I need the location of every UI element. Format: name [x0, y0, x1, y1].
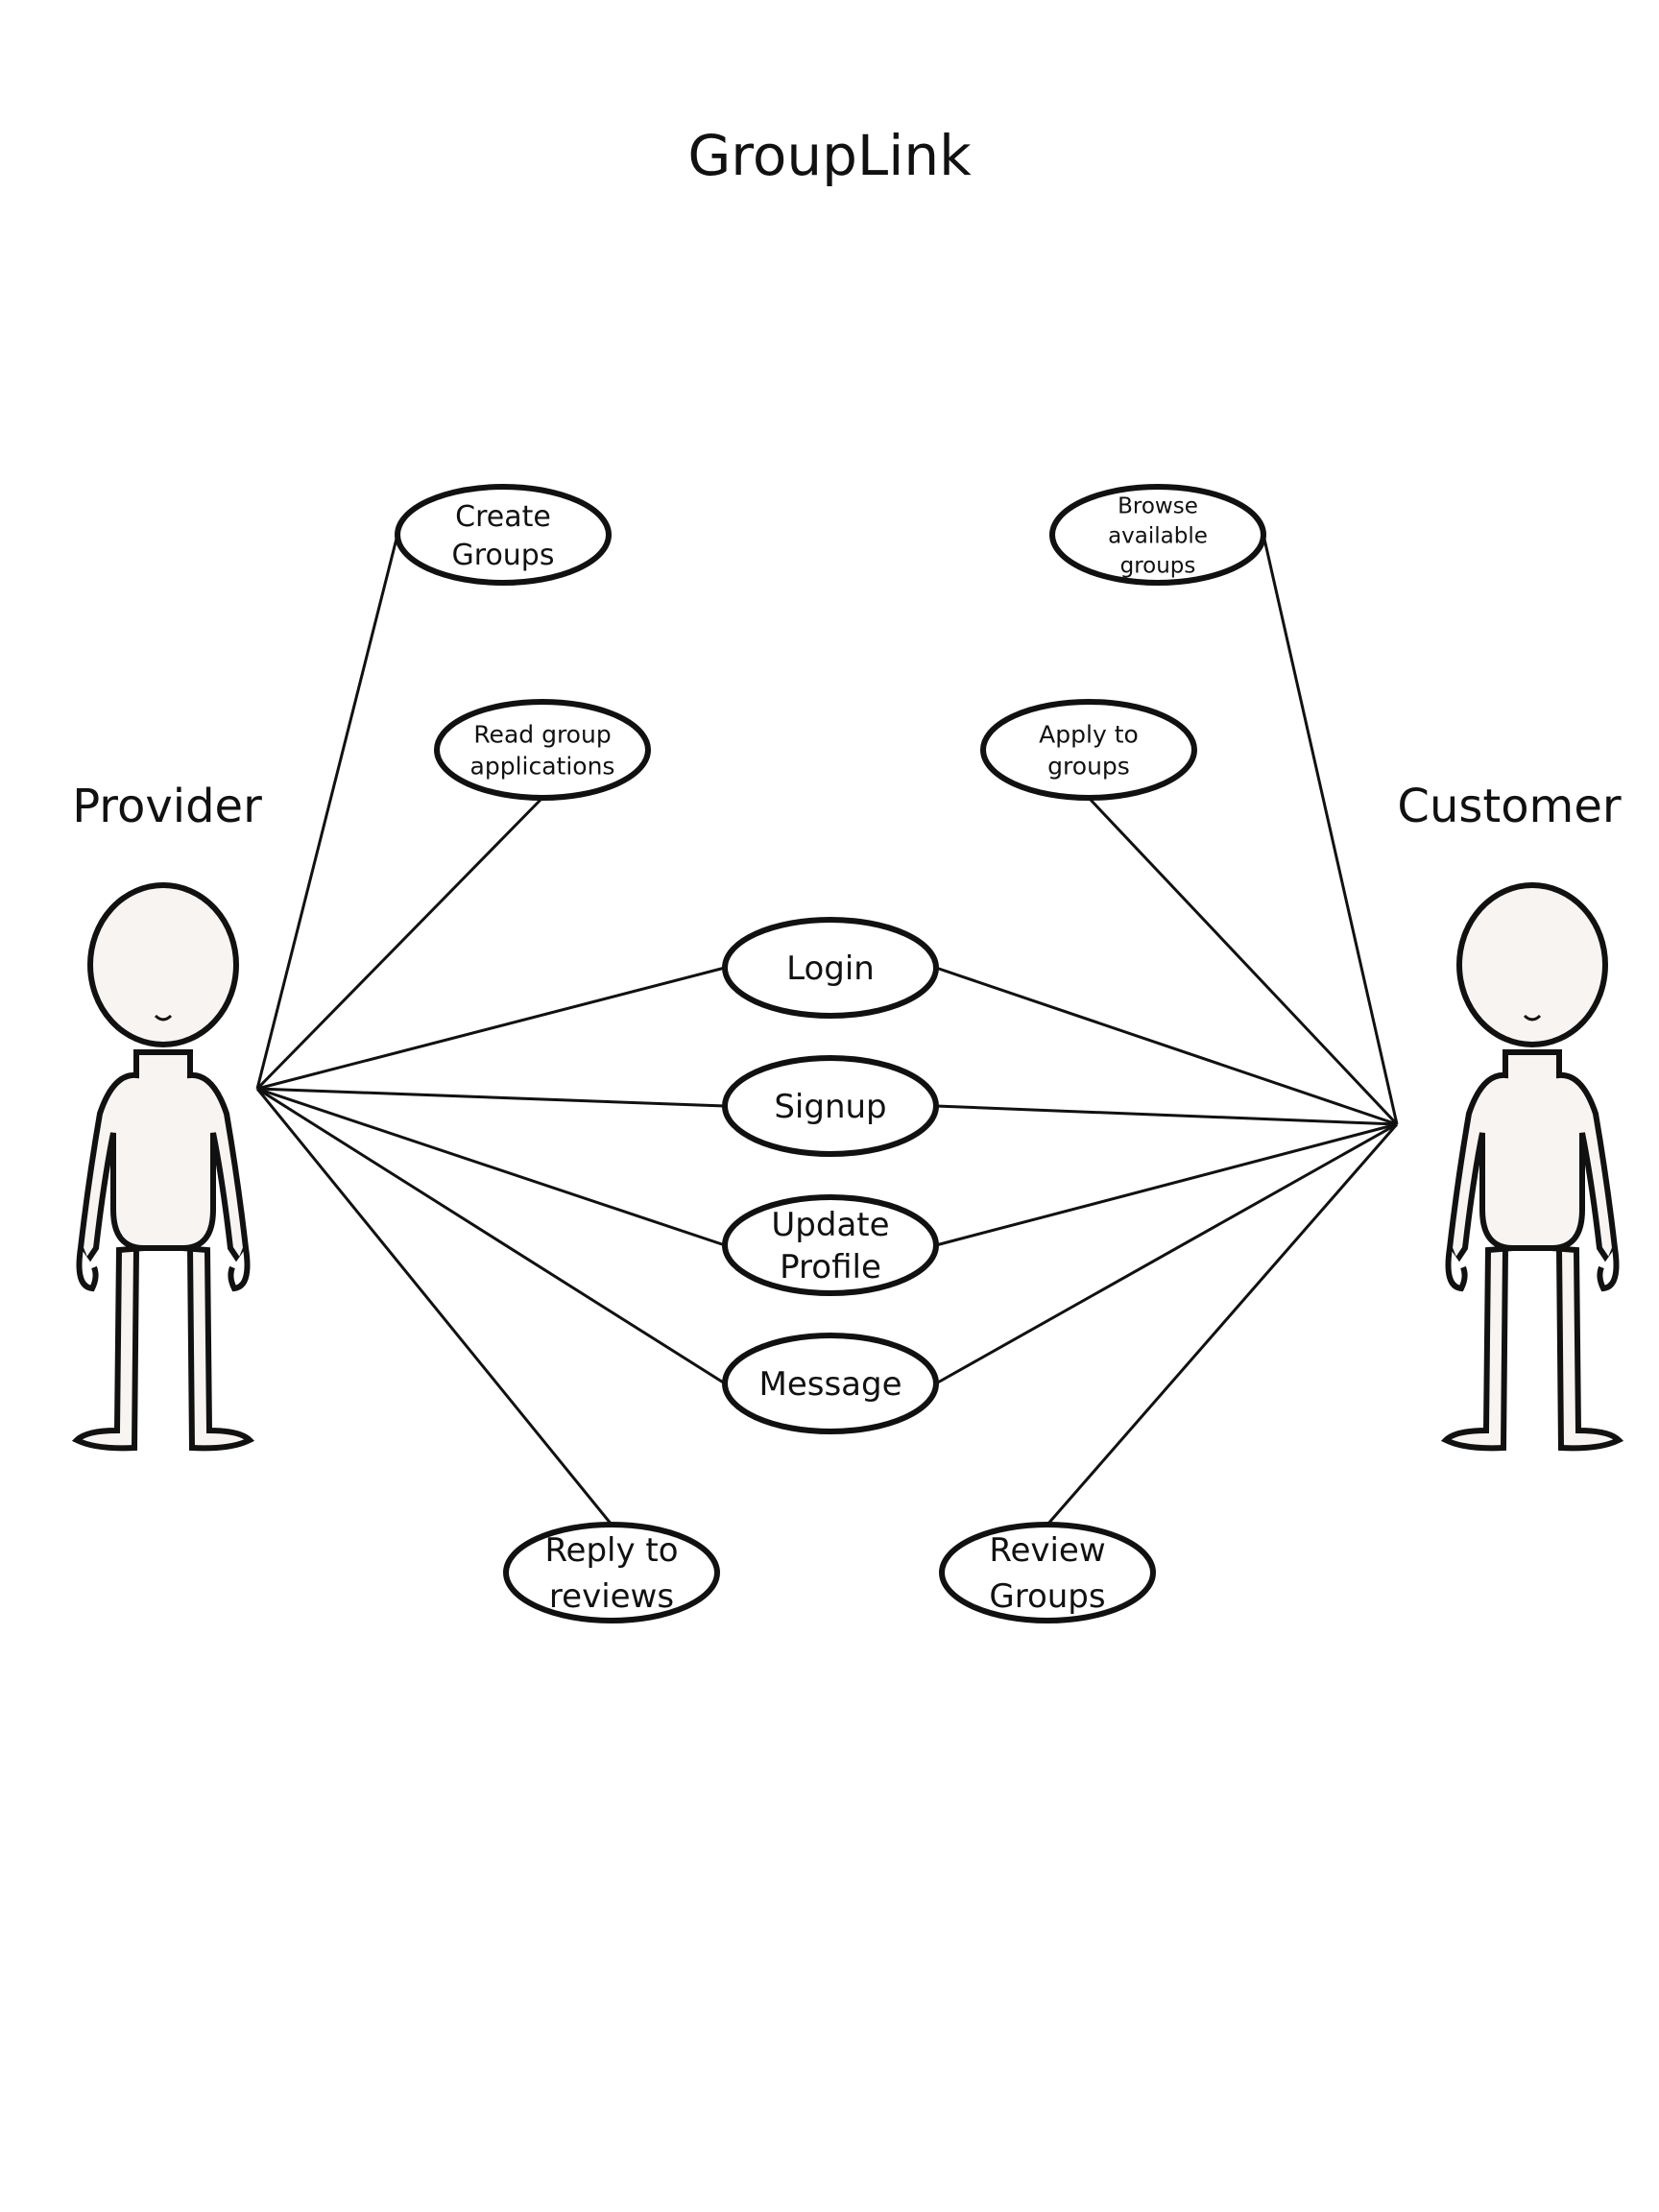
association-customer-update-profile	[935, 1122, 1398, 1247]
association-provider-create-groups	[255, 534, 399, 1090]
use-case-ellipse	[1049, 484, 1266, 586]
use-case-label: Create	[455, 500, 551, 534]
use-case-message: Message	[722, 1333, 939, 1434]
association-provider-read-group-applications	[255, 796, 544, 1091]
association-provider-reply-to-reviews	[255, 1088, 613, 1526]
use-case-ellipse	[434, 699, 651, 801]
association-lines	[255, 534, 1399, 1526]
use-case-label: Read group	[473, 721, 611, 749]
use-case-ellipse	[722, 917, 939, 1019]
use-case-label: Groups	[452, 539, 555, 572]
use-case-reply-to-reviews: Reply to reviews	[503, 1522, 720, 1623]
association-provider-message	[256, 1087, 726, 1385]
use-case-label: Profile	[780, 1248, 881, 1286]
association-customer-signup	[935, 1104, 1398, 1126]
association-provider-login	[256, 966, 726, 1091]
use-case-apply-to-groups: Apply to groups	[980, 699, 1197, 801]
actor-label-provider: Provider	[72, 780, 262, 833]
use-case-label: Apply to	[1039, 721, 1139, 749]
use-case-browse-available-groups: Browse available groups	[1049, 484, 1266, 586]
use-case-label: Review	[989, 1531, 1105, 1570]
association-customer-login	[935, 966, 1398, 1126]
association-customer-review-groups	[1046, 1123, 1399, 1526]
use-case-signup: Signup	[722, 1055, 939, 1157]
use-case-label: groups	[1120, 553, 1196, 578]
use-case-ellipse	[722, 1333, 939, 1434]
use-case-ellipse	[503, 1522, 720, 1623]
use-case-ellipse	[395, 484, 612, 586]
association-provider-update-profile	[256, 1087, 726, 1247]
use-case-label: applications	[470, 753, 615, 781]
use-case-label: Message	[758, 1365, 902, 1404]
provider-actor-icon	[71, 882, 255, 1452]
use-case-label: groups	[1047, 753, 1130, 781]
use-case-ellipse	[722, 1194, 939, 1296]
use-case-label: reviews	[549, 1577, 674, 1616]
use-case-label: Update	[771, 1206, 889, 1244]
use-case-ellipse	[939, 1522, 1156, 1623]
association-customer-browse-available-groups	[1262, 534, 1399, 1125]
use-case-login: Login	[722, 917, 939, 1019]
association-customer-apply-to-groups	[1087, 796, 1399, 1126]
use-case-read-group-applications: Read group applications	[434, 699, 651, 801]
use-case-label: Browse	[1118, 493, 1198, 518]
customer-actor-icon	[1440, 882, 1624, 1452]
use-case-label: Reply to	[544, 1531, 678, 1570]
association-customer-message	[935, 1122, 1398, 1385]
use-case-ellipse	[980, 699, 1197, 801]
association-provider-signup	[256, 1087, 726, 1108]
use-case-label: Groups	[989, 1577, 1105, 1616]
use-case-label: available	[1108, 523, 1208, 548]
use-case-ellipse	[722, 1055, 939, 1157]
actor-label-customer: Customer	[1397, 780, 1622, 833]
use-case-label: Signup	[774, 1088, 886, 1126]
diagram-title: GroupLink	[687, 123, 972, 188]
use-case-label: Login	[786, 950, 875, 988]
